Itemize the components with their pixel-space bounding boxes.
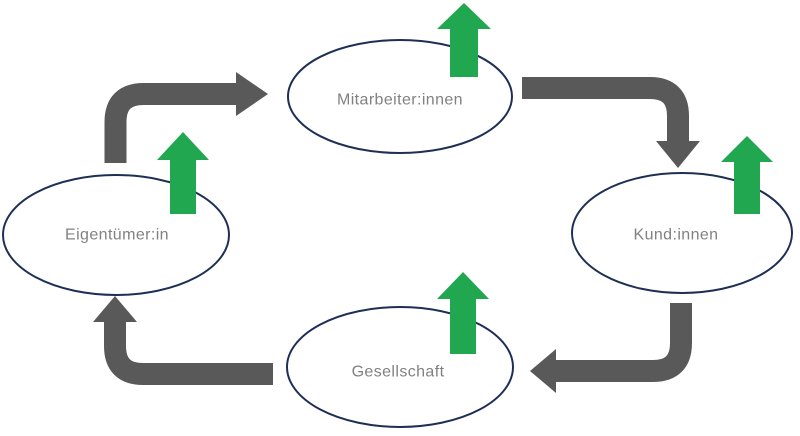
node-mitarbeiter: Mitarbeiter:innen — [287, 39, 513, 154]
cycle-arrow-shaft — [104, 83, 236, 163]
cycle-arrowhead-down-icon — [656, 141, 700, 168]
node-gesellschaft: Gesellschaft — [286, 306, 514, 428]
growth-up-arrow-icon-mitarbeiter — [437, 3, 491, 77]
node-label-mitarbeiter: Mitarbeiter:innen — [337, 92, 463, 109]
growth-up-arrow-icon-gesellschaft — [437, 272, 489, 354]
growth-up-arrow-icon-eigentuemer — [157, 132, 209, 214]
node-label-gesellschaft: Gesellschaft — [352, 364, 445, 381]
cycle-arrow-kunden-to-gesellschaft — [530, 303, 692, 393]
node-label-kunden: Kund:innen — [634, 227, 719, 244]
cycle-arrow-shaft — [522, 77, 689, 141]
node-label-eigentuemer: Eigentümer:in — [65, 227, 169, 244]
cycle-arrowhead-right-icon — [236, 72, 268, 116]
cycle-arrowhead-left-icon — [530, 349, 556, 393]
cycle-arrow-mitarbeiter-to-kunden — [522, 77, 700, 168]
cycle-arrow-shaft — [104, 322, 273, 385]
growth-up-arrow-icon-kunden — [721, 136, 773, 214]
cycle-arrow-gesellschaft-to-eigentuemer — [93, 296, 273, 385]
cycle-arrowhead-up-icon — [93, 296, 137, 322]
cycle-arrow-eigentuemer-to-mitarbeiter — [104, 72, 268, 163]
cycle-arrow-shaft — [556, 303, 692, 382]
